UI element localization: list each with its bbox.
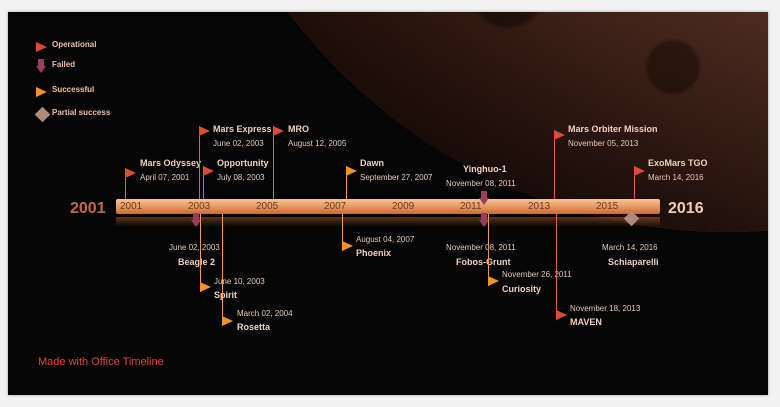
- event-title: Rosetta: [237, 322, 271, 332]
- event-title: Mars Odyssey: [140, 158, 202, 168]
- event-title: Mars Orbiter Mission: [568, 124, 658, 134]
- partial-diamond-icon: [34, 106, 51, 123]
- event-date: July 08, 2003: [217, 173, 265, 182]
- event-date: June 02, 2003: [213, 139, 264, 148]
- event-title: Dawn: [360, 158, 385, 168]
- timeline-bar: [116, 199, 660, 214]
- operational-flag-icon: [125, 168, 137, 178]
- tick-label: 2007: [324, 201, 347, 212]
- event-pole: [200, 214, 201, 292]
- successful-flag-icon: [36, 87, 48, 97]
- event-title: Mars Express: [213, 124, 272, 134]
- event-title: ExoMars TGO: [648, 158, 708, 168]
- event-date: August 12, 2005: [288, 139, 347, 148]
- operational-flag-icon: [556, 310, 568, 320]
- tick-label: 2001: [120, 201, 143, 212]
- footer-credit: Made with Office Timeline: [38, 356, 164, 368]
- event-date: March 14, 2016: [648, 173, 704, 182]
- event-pole: [346, 166, 347, 199]
- event-date: November 08, 2011: [446, 243, 516, 252]
- event-date: November 26, 2011: [502, 270, 572, 279]
- event-title: Yinghuo-1: [463, 164, 507, 174]
- tick-label: 2011: [460, 201, 482, 212]
- timeline-bar-reflection: [116, 217, 660, 227]
- event-title: Fobos-Grunt: [456, 257, 511, 267]
- tick-label: 2015: [596, 201, 619, 212]
- operational-flag-icon: [199, 126, 211, 136]
- event-date: March 02, 2004: [237, 309, 293, 318]
- successful-flag-icon: [222, 316, 234, 326]
- event-pole: [222, 214, 223, 326]
- event-date: September 27, 2007: [360, 173, 433, 182]
- event-pole: [199, 126, 200, 199]
- event-date: November 05, 2013: [568, 139, 639, 148]
- event-date: November 08, 2011: [446, 179, 516, 188]
- failed-arrow-icon: [36, 59, 46, 73]
- event-date: April 07, 2001: [140, 173, 190, 182]
- event-title: Beagle 2: [178, 257, 216, 267]
- event-title: Spirit: [214, 290, 238, 300]
- event-title: MRO: [288, 124, 309, 134]
- legend-successful-label: Successful: [52, 85, 95, 94]
- event-pole: [125, 168, 126, 199]
- successful-flag-icon: [346, 166, 358, 176]
- successful-flag-icon: [488, 276, 500, 286]
- event-title: MAVEN: [570, 317, 602, 327]
- event-pole: [634, 166, 635, 199]
- tick-label: 2009: [392, 201, 415, 212]
- event-date: June 02, 2003: [169, 243, 220, 252]
- event-date: March 14, 2016: [602, 243, 658, 252]
- operational-flag-icon: [203, 166, 215, 176]
- event-pole: [488, 214, 489, 286]
- event-pole: [273, 126, 274, 199]
- end-year: 2016: [668, 200, 704, 217]
- tick-label: 2013: [528, 201, 551, 212]
- event-pole: [554, 130, 555, 199]
- successful-flag-icon: [200, 282, 212, 292]
- legend-failed-label: Failed: [52, 60, 76, 69]
- event-date: November 18, 2013: [570, 304, 641, 313]
- failed-arrow-icon: [479, 191, 489, 205]
- failed-arrow-icon: [191, 213, 201, 227]
- failed-arrow-icon: [479, 213, 489, 227]
- tick-label: 2003: [188, 201, 211, 212]
- event-pole: [342, 214, 343, 251]
- event-title: Phoenix: [356, 248, 392, 258]
- operational-flag-icon: [273, 126, 285, 136]
- event-title: Schiaparelli: [608, 257, 659, 267]
- event-date: June 10, 2003: [214, 277, 265, 286]
- event-pole: [203, 166, 204, 199]
- tick-label: 2005: [256, 201, 279, 212]
- legend-operational-label: Operational: [52, 40, 97, 49]
- event-date: August 04, 2007: [356, 235, 415, 244]
- event-title: Opportunity: [217, 158, 269, 168]
- operational-flag-icon: [634, 166, 646, 176]
- operational-flag-icon: [554, 130, 566, 140]
- successful-flag-icon: [342, 241, 354, 251]
- legend-partial-label: Partial success: [52, 108, 111, 117]
- event-title: Curiosity: [502, 284, 542, 294]
- operational-flag-icon: [36, 42, 48, 52]
- start-year: 2001: [70, 200, 106, 217]
- timeline-canvas: Operational Failed Successful Partial su…: [8, 12, 768, 395]
- event-pole: [556, 214, 557, 320]
